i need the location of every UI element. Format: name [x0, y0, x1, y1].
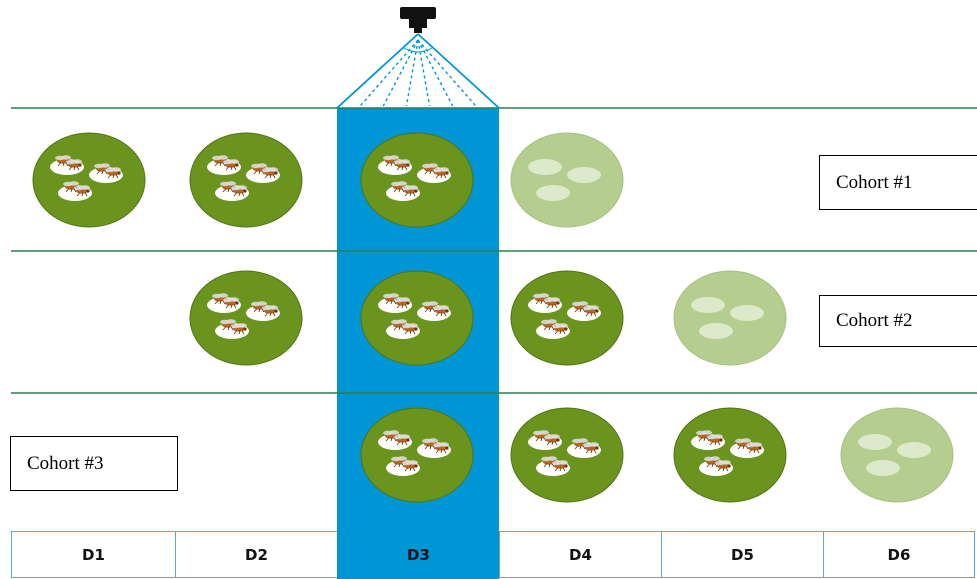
cohort-3-label: Cohort #3 [10, 436, 178, 491]
faded-dish-cohort1-d4 [510, 132, 624, 228]
day-cell-d5: D5 [661, 531, 823, 578]
dish-cohort1-d1 [32, 132, 146, 228]
day-cell-d2: D2 [175, 531, 337, 578]
dish-cohort1-d3 [360, 132, 474, 228]
dish-cohort2-d3 [360, 270, 474, 366]
faded-dish-cohort2-d5 [673, 270, 787, 366]
day-cell-d6: D6 [823, 531, 975, 578]
day-cell-d3: D3 [337, 531, 499, 578]
dish-cohort3-d4 [510, 407, 624, 503]
cohort-2-label: Cohort #2 [819, 295, 977, 347]
spray-nozzle-icon [400, 7, 436, 33]
cohort-1-label: Cohort #1 [819, 155, 977, 210]
dish-cohort2-d4 [510, 270, 624, 366]
faded-dish-cohort3-d6 [840, 407, 954, 503]
dish-cohort3-d5 [673, 407, 787, 503]
dish-cohort3-d3 [360, 407, 474, 503]
spray-cone [336, 33, 500, 109]
day-cell-d1: D1 [11, 531, 175, 578]
dish-cohort2-d2 [189, 270, 303, 366]
dish-cohort1-d2 [189, 132, 303, 228]
day-cell-d4: D4 [499, 531, 661, 578]
